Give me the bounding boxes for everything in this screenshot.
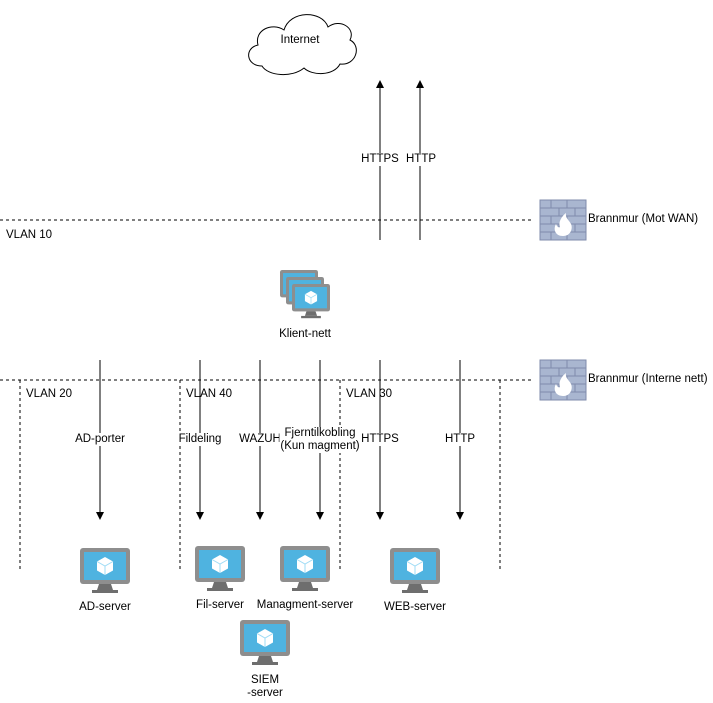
vlan20-label: VLAN 20 [26, 388, 73, 400]
firewall-internal-label: Brannmur (Interne nett) [588, 373, 708, 385]
vlan30-label: VLAN 30 [346, 388, 393, 400]
web-https-label: HTTPS [360, 433, 400, 446]
file-server-label: Fil-server [196, 599, 244, 611]
internet-label: Internet [280, 34, 320, 46]
web-server-label: WEB-server [384, 601, 446, 613]
file-server-icon [194, 545, 246, 592]
vlan40-label: VLAN 40 [186, 388, 233, 400]
firewall-wan-label: Brannmur (Mot WAN) [588, 213, 699, 225]
firewall-wan-icon [539, 199, 587, 241]
management-server-icon [279, 545, 331, 592]
web-server-icon [389, 547, 441, 594]
internet-cloud-icon [248, 14, 357, 75]
wazuh-label: WAZUH [238, 433, 282, 446]
siem-server-label-line1: SIEM [250, 674, 280, 686]
remote-access-label-line2: (Kun magment) [280, 440, 360, 452]
wan-http-label: HTTP [404, 153, 438, 166]
siem-server-label-line2: -server [247, 687, 283, 699]
client-network-icon [279, 269, 331, 319]
management-server-label: Managment-server [256, 599, 354, 611]
siem-server-label: SIEM -server [247, 674, 283, 700]
remote-access-label-line1: Fjerntilkobling [284, 427, 356, 439]
file-sharing-label: Fildeling [177, 433, 223, 446]
siem-server-icon [239, 619, 291, 666]
firewall-internal-icon [539, 359, 587, 401]
wan-https-label: HTTPS [360, 153, 400, 166]
vlan10-label: VLAN 10 [6, 229, 53, 241]
ad-server-icon [79, 547, 131, 594]
web-http-label: HTTP [443, 433, 477, 446]
client-network-label: Klient-nett [279, 328, 331, 340]
ad-ports-label: AD-porter [74, 433, 126, 446]
remote-access-label: Fjerntilkobling (Kun magment) [279, 427, 361, 453]
ad-server-label: AD-server [79, 601, 131, 613]
